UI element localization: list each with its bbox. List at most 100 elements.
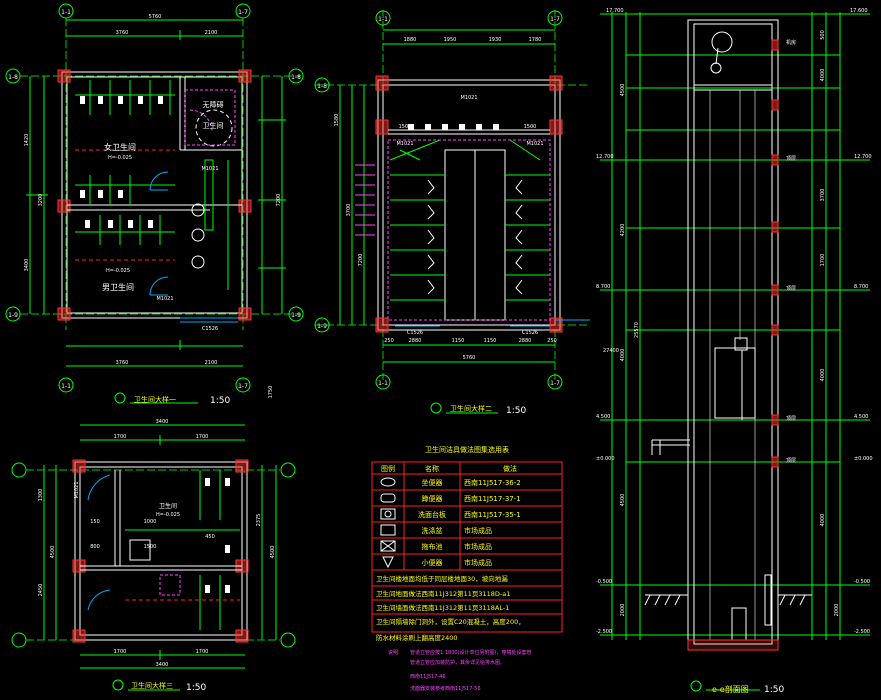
plan3-inner-5: 450 bbox=[205, 534, 215, 540]
note-line-3: 西南11J517-46 bbox=[410, 673, 446, 680]
plan3-top-total: 3400 bbox=[156, 419, 169, 425]
section-left-dim-4: 4500 bbox=[620, 494, 626, 507]
section-tag-5: 顶层 bbox=[786, 458, 796, 464]
plan1-window: C1526 bbox=[202, 326, 218, 332]
plan2-title: 卫生间大样二 bbox=[450, 404, 492, 413]
section-e-e bbox=[600, 12, 870, 692]
section-right-level-1: 17.600 bbox=[850, 8, 868, 14]
plan1-female-room: 女卫生间 bbox=[104, 142, 136, 152]
plan3-inner-3: 800 bbox=[90, 544, 100, 550]
plan2-axis-top-right: 1-7 bbox=[550, 16, 560, 23]
table-row-3-name: 洗面台板 bbox=[418, 510, 446, 519]
section-right-level-3: 8.700 bbox=[854, 284, 868, 290]
plan1-level: 1750 bbox=[268, 386, 274, 399]
plan2-side-dim-2: 1500 bbox=[524, 124, 537, 130]
plan1-scale: 1:50 bbox=[210, 396, 230, 406]
plan3-top-b: 1700 bbox=[196, 434, 209, 440]
plan2-top-dim-4: 1780 bbox=[529, 37, 542, 43]
plan2-door-left: M1021 bbox=[396, 141, 413, 147]
table-note-3: 卫生间墙面做法西南11J312第11页3118AL-1 bbox=[376, 603, 509, 612]
table-row-2-method: 西南11J517-37-1 bbox=[464, 494, 521, 503]
section-left-level-1: 17.700 bbox=[606, 8, 624, 14]
plan1-axis-top-left: 1-1 bbox=[61, 9, 71, 16]
plan1-female-elev: H=-0.025 bbox=[108, 155, 132, 161]
table-row-1-name: 坐便器 bbox=[422, 478, 443, 487]
section-tag-4: 顶层 bbox=[786, 416, 796, 422]
plan3-inner-2: 1000 bbox=[144, 519, 157, 525]
table-header-method: 做法 bbox=[503, 464, 517, 473]
plan1-axis-left-bottom: 1-9 bbox=[8, 312, 18, 319]
plan2-left-dim-1: 1580 bbox=[334, 114, 340, 127]
plan3-door: M1021 bbox=[74, 481, 80, 498]
plan1-door-2: M1021 bbox=[156, 296, 173, 302]
plan3-left-dim-1: 1300 bbox=[38, 489, 44, 502]
note-line-1: 管道立管应按1:1800(设计单位另附图)，穿墙处设套管 bbox=[410, 649, 532, 656]
plan1-right-dim: 7200 bbox=[276, 194, 282, 207]
plan3-title: 卫生间大样三 bbox=[131, 681, 173, 690]
section-right-dim-5: 4000 bbox=[820, 369, 826, 382]
section-left-dim-5: 2000 bbox=[620, 604, 626, 617]
plan3-right-dim-2: 4500 bbox=[270, 546, 276, 559]
section-right-dim-1: 500 bbox=[820, 30, 826, 40]
plan1-axis-right-top: 1-8 bbox=[291, 74, 301, 81]
plan1-accessible-sub: 卫生间 bbox=[203, 121, 224, 130]
plan3-bottom-total: 3400 bbox=[156, 662, 169, 668]
plan2-top-dim-2: 1950 bbox=[444, 37, 457, 43]
plan2-axis-bottom-left: 1-1 bbox=[378, 380, 388, 387]
section-left-level-4: 4.500 bbox=[596, 414, 610, 420]
section-right-dim-3: 3700 bbox=[820, 189, 826, 202]
section-tag-2: 顶层 bbox=[786, 156, 796, 162]
plan2-axis-top-left: 1-1 bbox=[378, 16, 388, 23]
table-row-6-name: 小便器 bbox=[422, 558, 443, 567]
plan3-scale: 1:50 bbox=[186, 683, 206, 693]
section-center-dim: 25570 bbox=[634, 322, 640, 338]
section-title: e-e剖面图 bbox=[712, 684, 749, 694]
section-scale: 1:50 bbox=[764, 685, 784, 695]
plan2-bottom-total: 5760 bbox=[463, 355, 476, 361]
section-left-level-3: 8.700 bbox=[596, 284, 610, 290]
plan3-inner-1: 150 bbox=[90, 519, 100, 525]
plan2-bottom-dim-6: 250 bbox=[547, 338, 557, 344]
section-left-level-5: ±0.000 bbox=[596, 456, 615, 462]
plan1-top-b: 2100 bbox=[205, 30, 218, 36]
section-left-level-7: -2.500 bbox=[596, 629, 612, 635]
section-tag-3: 顶层 bbox=[786, 286, 796, 292]
plan1-axis-right-bottom: 1-9 bbox=[291, 312, 301, 319]
section-right-dim-2: 4000 bbox=[820, 69, 826, 82]
section-left-level-2: 12.700 bbox=[596, 154, 614, 160]
table-title: 卫生间洁具做法图集选用表 bbox=[425, 445, 509, 454]
plan2-left-dim-3: 7200 bbox=[358, 254, 364, 267]
plan3-left-dim-2: 2450 bbox=[38, 584, 44, 597]
table-note-1: 卫生间楼地面均低于同层楼地面30，坡向地漏 bbox=[376, 574, 508, 583]
section-right-level-2: 12.700 bbox=[854, 154, 872, 160]
section-right-dim-7: 2000 bbox=[834, 604, 840, 617]
plan1-top-total: 5760 bbox=[149, 14, 162, 20]
plan1-bottom-a: 3760 bbox=[116, 360, 129, 366]
plan3-left-dim-3: 4500 bbox=[50, 546, 56, 559]
plan2-door-top: M1021 bbox=[460, 95, 477, 101]
plan2-bottom-dim-5: 2880 bbox=[519, 338, 532, 344]
plan3-room: 卫生间 bbox=[159, 502, 177, 510]
plan2-top-dim-3: 1930 bbox=[489, 37, 502, 43]
plan3-elev: H=-0.025 bbox=[156, 512, 180, 518]
table-row-5-method: 市场成品 bbox=[464, 542, 492, 551]
plan3-bottom-b: 1700 bbox=[196, 649, 209, 655]
plan2-bottom-dim-3: 1150 bbox=[452, 338, 465, 344]
fixture-table bbox=[371, 461, 563, 633]
table-row-4-method: 市场成品 bbox=[464, 526, 492, 535]
note-line-4: 洗面器安装参考西南11J517-56 bbox=[410, 685, 481, 692]
note-line-2: 管道立管应加装防护，其余详见给排水图。 bbox=[410, 659, 505, 666]
plan1-axis-bottom-left: 1-1 bbox=[61, 383, 71, 390]
plan2-bottom-dim-4: 1150 bbox=[484, 338, 497, 344]
plan1-title: 卫生间大样一 bbox=[134, 395, 176, 404]
plan3-top-a: 1700 bbox=[114, 434, 127, 440]
plan-2 bbox=[314, 10, 590, 414]
plan2-bottom-dim-2: 2880 bbox=[409, 338, 422, 344]
section-right-level-6: -0.500 bbox=[854, 579, 870, 585]
section-right-level-5: ±0.000 bbox=[854, 456, 873, 462]
section-right-dim-4: 1700 bbox=[820, 254, 826, 267]
plan3-bottom-a: 1700 bbox=[114, 649, 127, 655]
plan2-window-1: C1526 bbox=[407, 330, 423, 336]
table-row-1-method: 西南11J517-36-2 bbox=[464, 478, 521, 487]
